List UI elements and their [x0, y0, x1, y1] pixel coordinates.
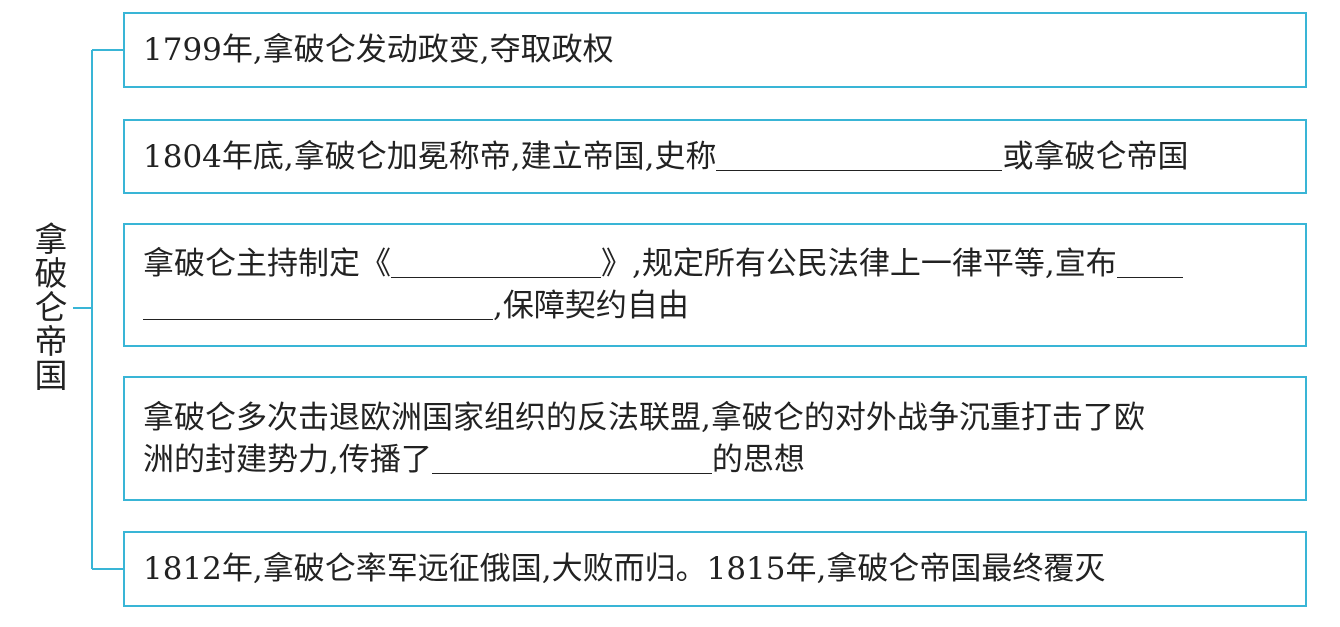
fill-in-blank[interactable] [431, 443, 712, 474]
fill-in-blank[interactable] [716, 140, 1003, 171]
event-text: 1799年,拿破仑发动政变,夺取政权 [143, 32, 614, 68]
text-segment: 或拿破仑帝国 [1002, 138, 1189, 175]
event-text: 1812年,拿破仑率军远征俄国,大败而归。1815年,拿破仑帝国最终覆灭 [143, 551, 1106, 587]
fill-in-blank[interactable] [391, 247, 601, 278]
event-box-1812-russia: 1812年,拿破仑率军远征俄国,大败而归。1815年,拿破仑帝国最终覆灭 [123, 531, 1307, 607]
text-segment: 1804年底,拿破仑加冕称帝,建立帝国,史称 [143, 138, 717, 175]
event-text-line-2: 洲的封建势力,传播了 的思想 [143, 439, 1287, 481]
text-segment: 的思想 [711, 441, 805, 478]
text-segment: 拿破仑主持制定《 [143, 246, 391, 282]
text-segment: 洲的封建势力,传播了 [143, 441, 432, 478]
text-segment: ,保障契约自由 [493, 288, 689, 324]
event-box-coalition-wars: 拿破仑多次击退欧洲国家组织的反法联盟,拿破仑的对外战争沉重打击了欧 洲的封建势力… [123, 376, 1307, 501]
event-text-line-1: 拿破仑主持制定《 》,规定所有公民法律上一律平等,宣布 [143, 243, 1287, 285]
event-text: 1804年底,拿破仑加冕称帝,建立帝国,史称 或拿破仑帝国 [143, 136, 1287, 178]
event-box-civil-code: 拿破仑主持制定《 》,规定所有公民法律上一律平等,宣布 ,保障契约自由 [123, 223, 1307, 347]
event-text-line-2: ,保障契约自由 [143, 285, 1287, 327]
event-box-1799-coup: 1799年,拿破仑发动政变,夺取政权 [123, 12, 1307, 88]
fill-in-blank[interactable] [1116, 247, 1183, 278]
event-box-1804-empire: 1804年底,拿破仑加冕称帝,建立帝国,史称 或拿破仑帝国 [123, 119, 1307, 194]
event-text-line-1: 拿破仑多次击退欧洲国家组织的反法联盟,拿破仑的对外战争沉重打击了欧 [143, 399, 1145, 436]
text-segment: 》,规定所有公民法律上一律平等,宣布 [601, 246, 1117, 282]
fill-in-blank[interactable] [143, 289, 493, 320]
root-label: 拿破仑帝国 [29, 222, 68, 392]
